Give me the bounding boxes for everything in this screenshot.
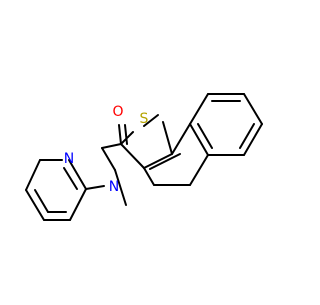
bond [143, 114, 159, 127]
bond [120, 143, 145, 169]
molecule-structure: O S N N [25, 93, 263, 221]
bond [189, 93, 209, 125]
bond [118, 124, 122, 145]
bond [143, 167, 155, 186]
atom-label-sulfur: S [140, 111, 149, 127]
bond [149, 153, 181, 170]
bond [101, 147, 116, 171]
bond [63, 167, 78, 190]
bond [85, 185, 105, 190]
bond-layer [25, 93, 263, 221]
bond [197, 123, 213, 149]
bond [243, 93, 263, 125]
bond [189, 154, 209, 186]
bond [68, 159, 87, 190]
bond [25, 189, 45, 221]
atom-label-oxygen: O [112, 104, 123, 120]
bond [101, 143, 122, 149]
bond [124, 124, 128, 145]
atom-label-amide-nitrogen: N [109, 179, 119, 195]
bond [69, 188, 87, 221]
bond [143, 153, 173, 169]
atom-label-layer: O S N N [64, 104, 149, 195]
bond [34, 189, 49, 213]
bond [189, 123, 209, 156]
atom-label-pyridine-nitrogen: N [64, 151, 74, 167]
molecule-canvas: O S N N [25, 93, 263, 221]
bond [171, 123, 191, 155]
bond [114, 169, 127, 206]
bond [239, 123, 255, 149]
bond [25, 159, 41, 191]
bond [162, 121, 173, 155]
bond [243, 123, 263, 156]
